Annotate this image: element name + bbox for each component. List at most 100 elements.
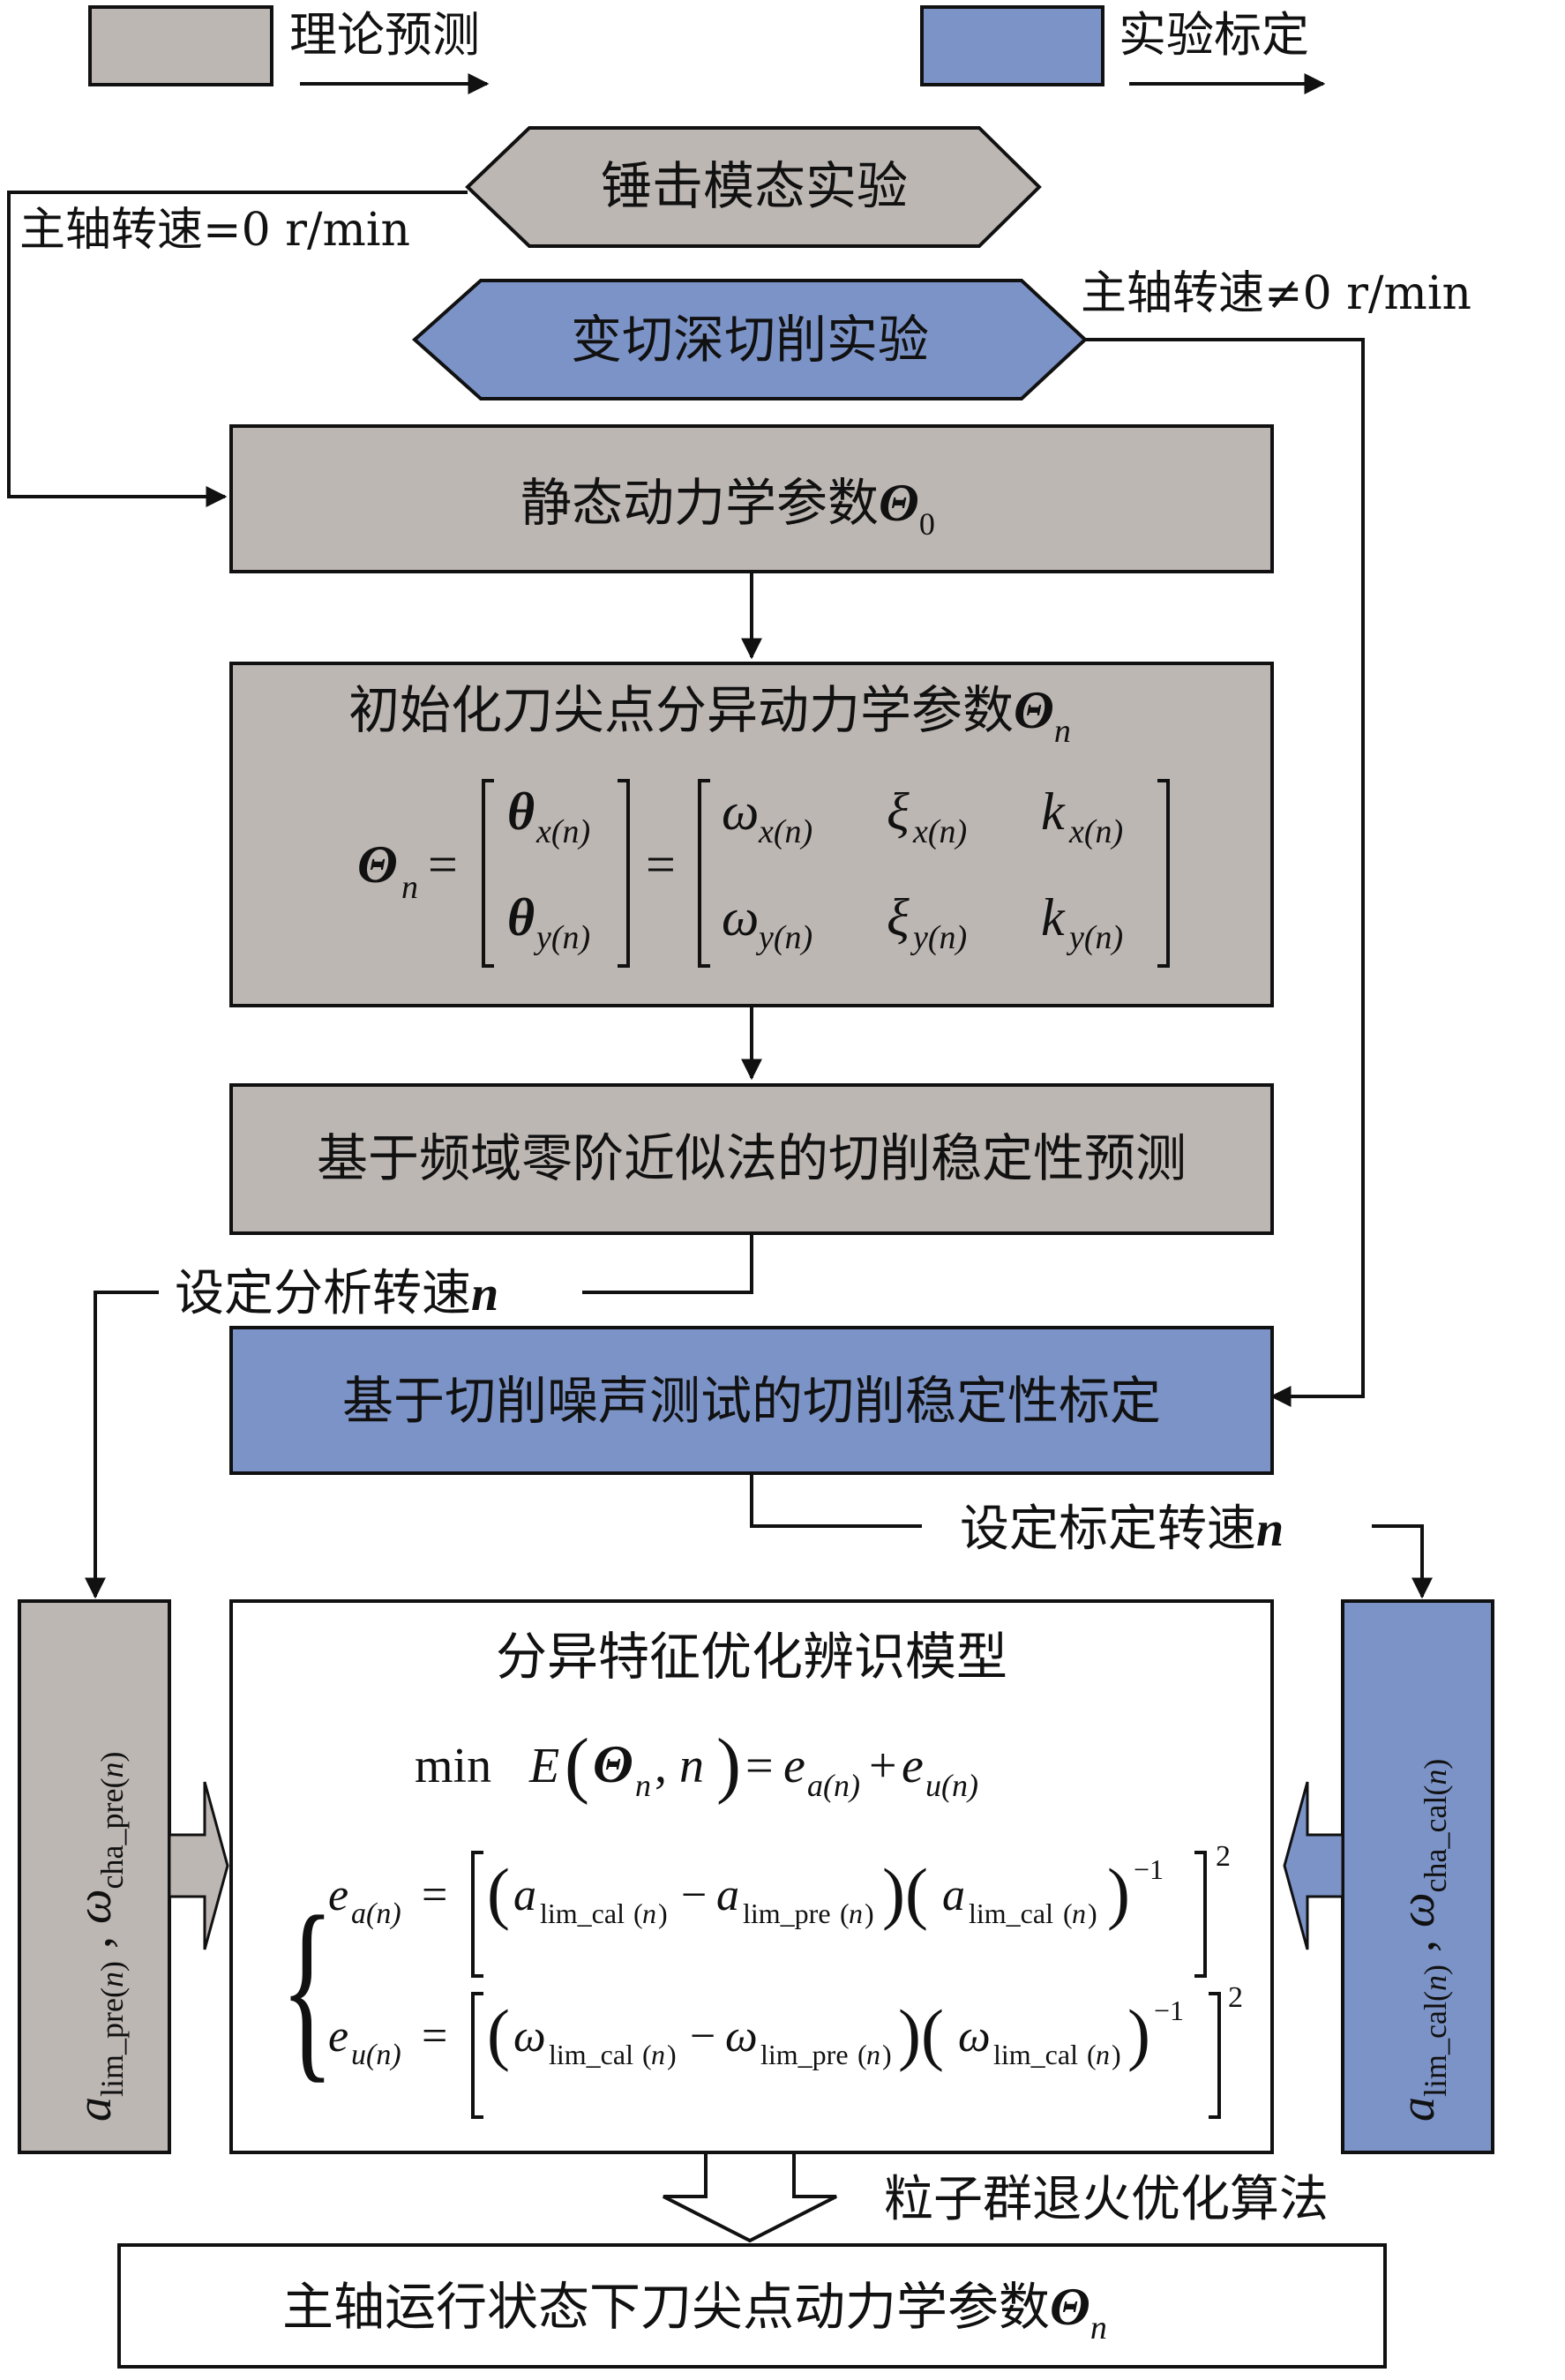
svg-text:min: min [415,1739,491,1793]
svg-text:ω: ω [722,782,759,841]
down-hollow-arrow [663,2151,837,2243]
svg-text:(: ( [857,2039,867,2070]
legend-experiment: 实验标定 [920,5,1326,94]
svg-text:lim_cal: lim_cal [549,2039,633,2070]
svg-text:): ) [865,1897,874,1929]
svg-text:x(n): x(n) [535,813,590,850]
svg-text:lim_cal: lim_cal [969,1897,1053,1929]
svg-text:(: ( [633,1897,643,1929]
svg-text:{: { [281,1876,334,2100]
svg-text:ξ: ξ [887,782,910,841]
svg-text:x(n): x(n) [1068,813,1123,850]
init-params-node [229,662,1274,1007]
svg-text:θ: θ [507,888,535,947]
svg-text:n: n [1072,1897,1086,1929]
init-params-text: 初始化刀尖点分异动力学参数Θn [348,680,1071,750]
speed-zero-label: 主轴转速=0 r/min [19,204,410,257]
predicted-values-label: alim_pre(n) , ωcha_pre(n) [67,1752,130,2122]
svg-text:,: , [655,1739,667,1793]
svg-text:e: e [783,1739,805,1793]
legend-theory-label: 理论预测 [289,7,480,63]
legend-experiment-swatch [920,5,1104,86]
hammer-test-label: 锤击模态实验 [601,156,908,216]
svg-text:=: = [422,2011,447,2062]
final-text: 主轴运行状态下刀尖点动力学参数Θn [282,2277,1107,2346]
svg-text:y(n): y(n) [533,919,590,956]
svg-text:(: ( [1087,2039,1097,2070]
static-params-label: 静态动力学参数 [520,473,879,533]
svg-text:y(n): y(n) [1066,919,1123,956]
svg-text:−: − [690,2011,715,2062]
svg-text:e: e [328,2011,348,2062]
svg-text:): ) [716,1724,741,1806]
svg-text:2: 2 [1216,1840,1231,1873]
svg-text:ω: ω [722,888,759,947]
svg-text:ω: ω [958,2011,991,2062]
svg-text:a(n): a(n) [807,1768,860,1803]
speed-var: n [471,1267,498,1321]
error-equations: { e a(n) = ( a lim_cal (n) − a lim_pre (… [281,1840,1243,2119]
svg-text:(: ( [487,1995,510,2072]
svg-text:n: n [642,1897,656,1929]
theta-symbol: Θ [1050,2278,1090,2336]
svg-text:2: 2 [1228,1981,1243,2014]
prediction-node [229,1083,1274,1235]
theta-subscript: n [1090,2309,1107,2346]
svg-text:θ: θ [507,782,535,841]
cutting-to-calibration-edge [1085,338,1365,1407]
prediction-to-label-edge [582,1233,753,1294]
svg-text:(: ( [565,1724,589,1806]
svg-text:e: e [328,1870,348,1920]
svg-text:n: n [849,1897,863,1929]
svg-text:(: ( [1063,1897,1073,1929]
cutting-exp-label: 变切深切削实验 [571,310,929,370]
svg-text:): ) [667,2039,677,2070]
svg-text:): ) [1112,2039,1121,2070]
svg-text:−: − [681,1870,707,1920]
svg-text:ξ: ξ [887,888,910,947]
svg-text:y(n): y(n) [910,919,967,956]
svg-text:)(: )( [898,1995,944,2072]
svg-text:)(: )( [882,1854,928,1931]
theta-symbol: Θ [1014,681,1054,739]
left-hollow-arrow [168,1781,229,1950]
parameter-matrix-equation: Θ n = θ x(n) θ y(n) = ω x(n) ξ x(n) k x(… [357,779,1170,968]
svg-text:): ) [1127,1995,1150,2072]
svg-text:(: ( [642,2039,652,2070]
svg-text:n: n [651,2039,665,2070]
optimization-model-node [229,1599,1274,2154]
svg-text:a: a [513,1870,536,1920]
calibrated-values-label: alim_cal(n) , ωcha_cal(n) [1390,1759,1453,2122]
svg-text:n: n [1096,2039,1110,2070]
speed-var: n [1256,1502,1284,1557]
svg-text:lim_pre: lim_pre [743,1897,831,1929]
svg-text:Θ: Θ [357,835,398,894]
svg-text:−1: −1 [1154,1995,1184,2026]
svg-text:+: + [869,1739,897,1793]
svg-text:n: n [401,869,418,906]
svg-text:x(n): x(n) [758,813,812,850]
set-analysis-speed-text: 设定分析转速n [175,1265,498,1322]
svg-text:alim_pre(n) , ωcha_pre(n): alim_pre(n) , ωcha_pre(n) [67,1752,130,2122]
svg-text:ω: ω [513,2011,546,2062]
label-to-right-panel-edge [1372,1524,1433,1599]
svg-text:): ) [1107,1854,1130,1931]
svg-text:n: n [679,1739,704,1793]
svg-text:lim_cal: lim_cal [993,2039,1078,2070]
legend-theory-swatch [88,5,273,86]
legend-theory: 理论预测 [88,5,490,94]
set-calib-speed-label: 设定标定转速 [960,1501,1256,1558]
svg-text:a: a [716,1870,739,1920]
svg-text:E: E [528,1739,559,1793]
calibration-node [229,1326,1274,1475]
svg-text:=: = [428,835,458,894]
svg-text:(: ( [487,1854,510,1931]
svg-text:n: n [635,1768,651,1803]
svg-text:(: ( [840,1897,850,1929]
calibrated-values-panel [1341,1599,1494,2154]
svg-text:ω: ω [725,2011,758,2062]
svg-text:e: e [902,1739,924,1793]
svg-text:Θ: Θ [593,1735,633,1793]
legend-experiment-label: 实验标定 [1119,7,1309,63]
theta-symbol: Θ [879,474,919,532]
